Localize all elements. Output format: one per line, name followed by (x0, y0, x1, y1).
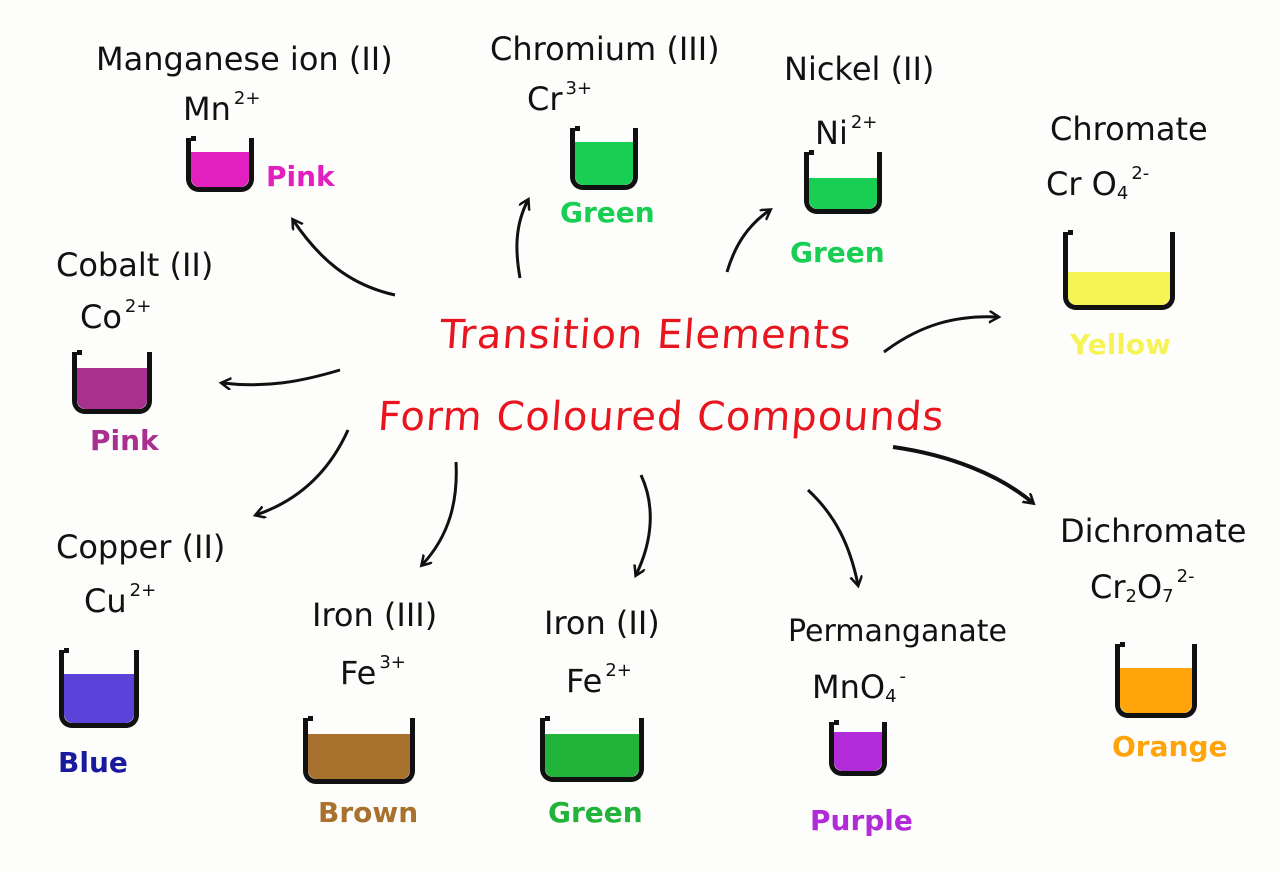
arrow-to-iron3 (422, 461, 458, 565)
iron2-name: Iron (II) (544, 604, 660, 642)
dichromate-colour-label: Orange (1112, 730, 1228, 763)
nickel-liquid (809, 178, 877, 209)
iron3-liquid (308, 734, 410, 779)
title-line-2: Form Coloured Compounds (376, 394, 946, 440)
manganese-name: Manganese ion (II) (96, 40, 393, 78)
permanganate-name: Permanganate (788, 614, 1007, 649)
arrow-to-dichromate (892, 445, 1033, 503)
cobalt-symbol: Co (80, 298, 122, 336)
permanganate-formula: MnO4- (812, 666, 906, 707)
chromate-charge: 2- (1131, 163, 1150, 184)
arrow-to-iron2 (636, 474, 652, 575)
dichromate-subscript-2: 7 (1162, 586, 1174, 607)
iron2-charge: 2+ (605, 660, 632, 681)
arrow-to-copper (256, 429, 350, 515)
manganese-liquid (191, 152, 249, 187)
permanganate-beaker (829, 720, 887, 776)
permanganate-symbol: MnO (812, 668, 886, 706)
dichromate-symbol: Cr (1090, 568, 1126, 606)
cobalt-colour-label: Pink (90, 424, 159, 457)
arrow-to-chromate (883, 317, 998, 354)
chromate-beaker (1063, 230, 1175, 310)
nickel-beaker (804, 150, 882, 214)
nickel-symbol: Ni (815, 114, 848, 152)
chromium-name: Chromium (III) (490, 30, 720, 68)
cobalt-liquid (77, 368, 147, 409)
dichromate-formula: Cr2O72- (1090, 566, 1195, 607)
arrow-to-nickel (725, 210, 770, 273)
permanganate-subscript: 4 (885, 686, 897, 707)
chromate-symbol: Cr O (1046, 165, 1117, 203)
nickel-colour-label: Green (790, 236, 885, 269)
iron3-colour-label: Brown (318, 796, 419, 829)
copper-symbol: Cu (84, 582, 127, 620)
copper-name: Copper (II) (56, 528, 226, 566)
chromium-charge: 3+ (565, 78, 593, 99)
dichromate-beaker (1115, 642, 1197, 718)
chromium-beaker (570, 126, 638, 190)
chromium-colour-label: Green (560, 196, 655, 229)
permanganate-colour-label: Purple (810, 804, 913, 837)
iron2-colour-label: Green (548, 796, 643, 829)
dichromate-symbol-2: O (1136, 568, 1163, 606)
dichromate-charge: 2- (1176, 566, 1195, 587)
iron2-beaker (540, 716, 644, 782)
arrow-to-cobalt (222, 368, 341, 385)
chromate-subscript: 4 (1116, 183, 1129, 204)
cobalt-charge: 2+ (124, 296, 152, 317)
manganese-colour-label: Pink (266, 160, 335, 193)
dichromate-name: Dichromate (1060, 512, 1247, 550)
cobalt-name: Cobalt (II) (56, 246, 214, 284)
manganese-beaker (186, 136, 254, 192)
iron2-symbol: Fe (566, 662, 603, 700)
iron3-symbol: Fe (340, 654, 377, 692)
nickel-charge: 2+ (850, 112, 878, 133)
manganese-symbol: Mn (183, 90, 231, 128)
chromium-liquid (575, 142, 633, 185)
dichromate-subscript: 2 (1125, 586, 1137, 607)
copper-liquid (64, 674, 134, 723)
chromate-colour-label: Yellow (1070, 328, 1171, 361)
arrow-to-manganese (293, 220, 396, 297)
chromate-liquid (1068, 272, 1170, 305)
chromate-name: Chromate (1050, 110, 1208, 148)
manganese-charge: 2+ (233, 88, 261, 109)
permanganate-charge: - (899, 666, 907, 687)
iron3-charge: 3+ (379, 652, 406, 673)
iron2-liquid (545, 734, 639, 777)
copper-colour-label: Blue (58, 746, 128, 779)
copper-beaker (59, 648, 139, 728)
chromate-formula: Cr O42- (1046, 163, 1149, 204)
chromium-symbol: Cr (527, 80, 563, 118)
iron3-beaker (303, 716, 415, 784)
copper-charge: 2+ (129, 580, 157, 601)
dichromate-liquid (1120, 668, 1192, 713)
iron3-name: Iron (III) (312, 596, 438, 634)
arrow-to-chromium (515, 200, 528, 279)
title-line-1: Transition Elements (438, 312, 854, 358)
arrow-to-permanganate (806, 488, 858, 585)
cobalt-beaker (72, 350, 152, 414)
nickel-name: Nickel (II) (784, 50, 935, 88)
